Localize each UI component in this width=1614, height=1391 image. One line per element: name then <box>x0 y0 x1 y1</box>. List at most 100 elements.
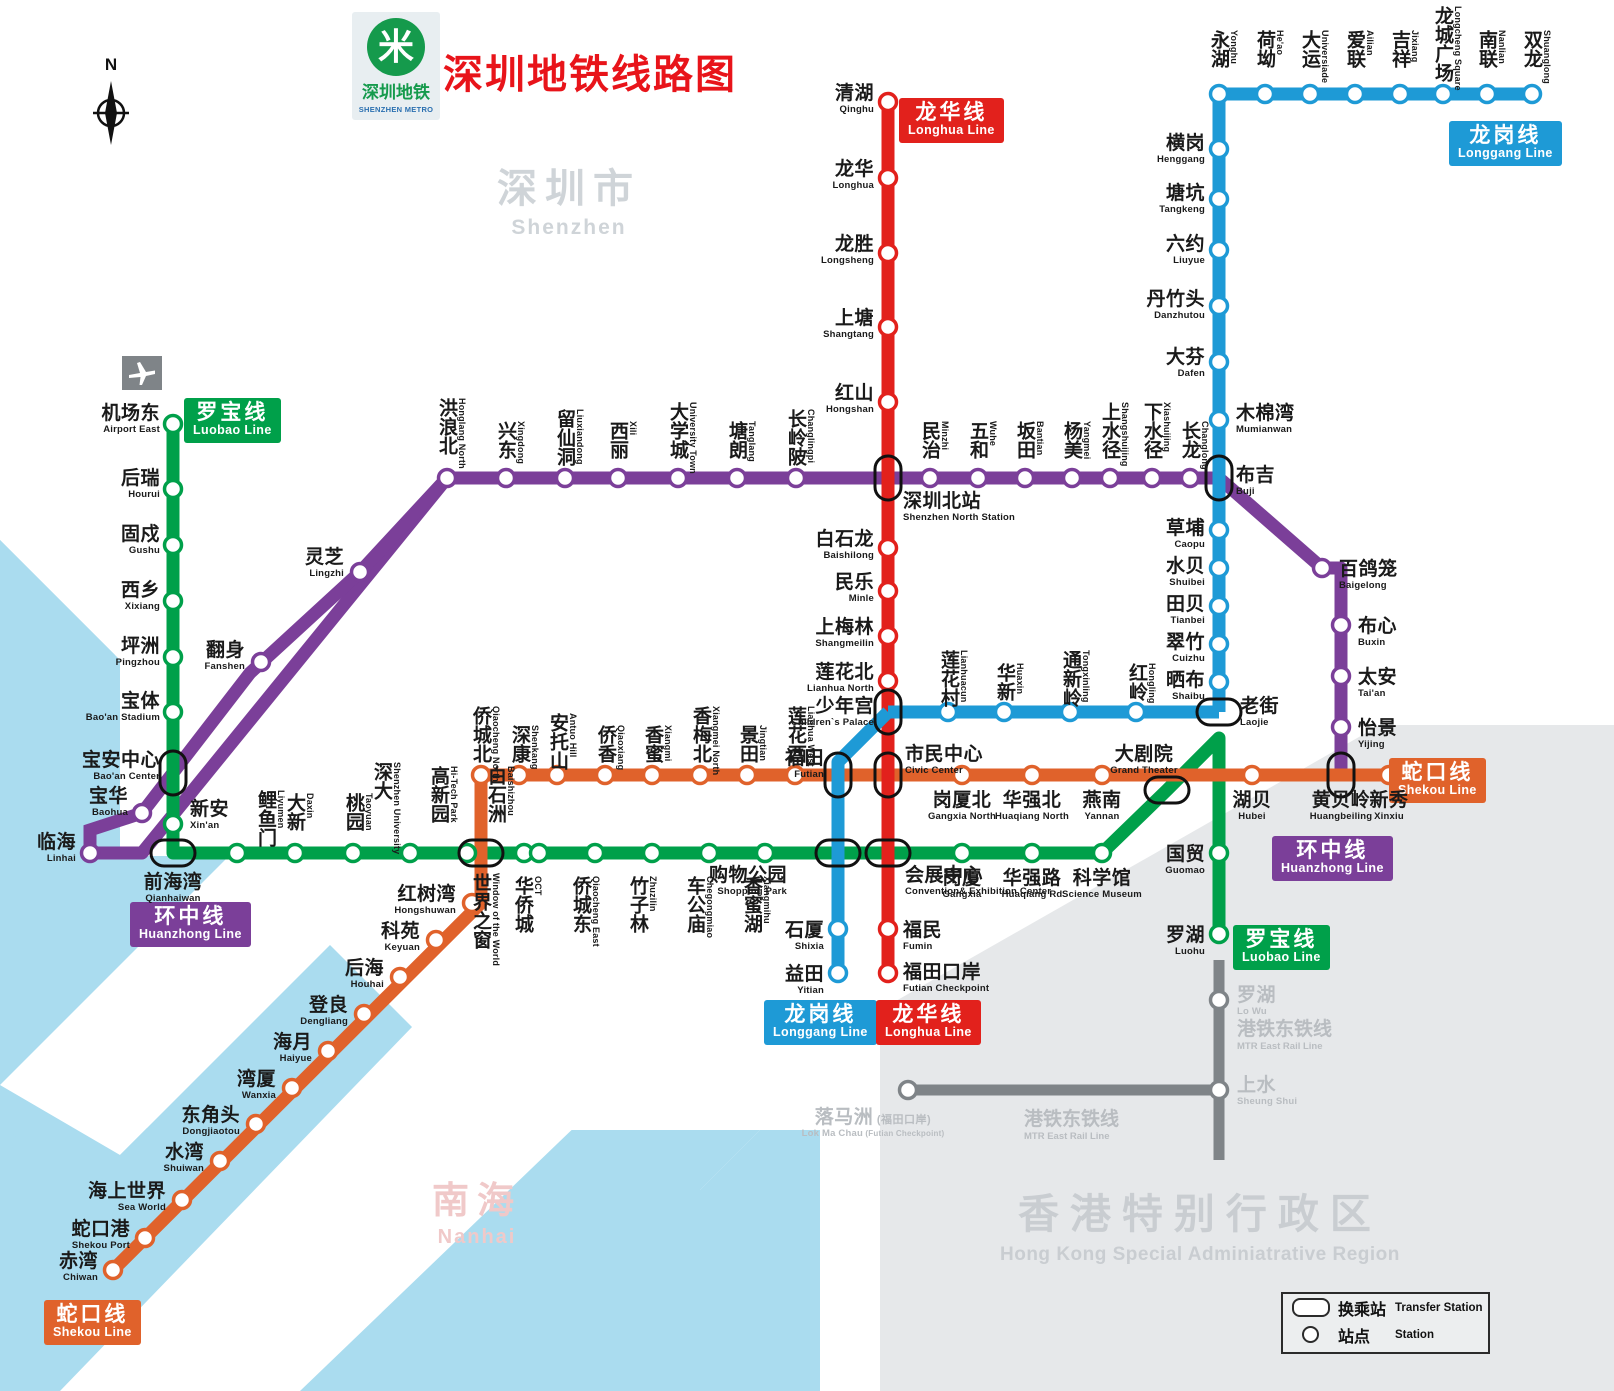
station-marker[interactable] <box>1059 701 1081 723</box>
station-marker[interactable] <box>877 167 899 189</box>
station-marker[interactable] <box>877 391 899 413</box>
station-marker[interactable] <box>951 764 973 786</box>
station-marker[interactable] <box>667 467 689 489</box>
station-marker[interactable] <box>353 1003 375 1025</box>
station-marker[interactable] <box>245 1113 267 1135</box>
station-marker[interactable] <box>877 670 899 692</box>
transfer-station-marker[interactable] <box>1204 454 1234 502</box>
station-marker[interactable] <box>1254 83 1276 105</box>
station-marker[interactable] <box>1208 842 1230 864</box>
transfer-station-marker[interactable] <box>149 838 197 868</box>
station-marker[interactable] <box>1179 467 1201 489</box>
station-marker[interactable] <box>162 813 184 835</box>
station-marker[interactable] <box>827 962 849 984</box>
transfer-station-marker[interactable] <box>864 838 912 868</box>
station-marker[interactable] <box>162 478 184 500</box>
transfer-station-marker[interactable] <box>457 838 505 868</box>
station-marker[interactable] <box>1208 557 1230 579</box>
station-marker[interactable] <box>698 842 720 864</box>
station-marker[interactable] <box>134 1227 156 1249</box>
transfer-station-marker[interactable] <box>873 751 903 799</box>
station-marker[interactable] <box>877 91 899 113</box>
station-marker[interactable] <box>1099 467 1121 489</box>
transfer-station-marker[interactable] <box>158 749 188 797</box>
transfer-station-marker[interactable] <box>873 688 903 736</box>
station-marker[interactable] <box>1208 409 1230 431</box>
station-marker[interactable] <box>736 764 758 786</box>
station-marker[interactable] <box>689 764 711 786</box>
station-marker[interactable] <box>1208 239 1230 261</box>
station-marker[interactable] <box>162 701 184 723</box>
station-marker[interactable] <box>607 467 629 489</box>
station-marker[interactable] <box>1208 351 1230 373</box>
station-marker[interactable] <box>877 580 899 602</box>
station-marker[interactable] <box>1208 1079 1230 1101</box>
station-marker[interactable] <box>131 802 153 824</box>
station-marker[interactable] <box>785 467 807 489</box>
station-marker[interactable] <box>877 625 899 647</box>
station-marker[interactable] <box>1389 83 1411 105</box>
station-marker[interactable] <box>877 537 899 559</box>
transfer-station-marker[interactable] <box>1143 775 1191 805</box>
station-marker[interactable] <box>641 842 663 864</box>
transfer-station-marker[interactable] <box>1326 751 1356 799</box>
station-marker[interactable] <box>162 534 184 556</box>
station-marker[interactable] <box>993 701 1015 723</box>
station-marker[interactable] <box>317 1040 339 1062</box>
station-marker[interactable] <box>1208 633 1230 655</box>
station-marker[interactable] <box>1208 83 1230 105</box>
station-marker[interactable] <box>877 918 899 940</box>
station-marker[interactable] <box>1208 595 1230 617</box>
station-marker[interactable] <box>877 242 899 264</box>
station-marker[interactable] <box>1432 83 1454 105</box>
station-marker[interactable] <box>284 842 306 864</box>
station-marker[interactable] <box>470 764 492 786</box>
station-marker[interactable] <box>1344 83 1366 105</box>
station-marker[interactable] <box>162 590 184 612</box>
station-marker[interactable] <box>1330 614 1352 636</box>
station-marker[interactable] <box>877 962 899 984</box>
station-marker[interactable] <box>1208 295 1230 317</box>
station-marker[interactable] <box>1021 842 1043 864</box>
station-marker[interactable] <box>1241 764 1263 786</box>
station-marker[interactable] <box>281 1077 303 1099</box>
station-marker[interactable] <box>528 842 550 864</box>
station-marker[interactable] <box>226 842 248 864</box>
station-marker[interactable] <box>919 467 941 489</box>
station-marker[interactable] <box>1141 467 1163 489</box>
station-marker[interactable] <box>508 764 530 786</box>
station-marker[interactable] <box>1208 989 1230 1011</box>
station-marker[interactable] <box>1521 83 1543 105</box>
station-marker[interactable] <box>1208 519 1230 541</box>
transfer-station-marker[interactable] <box>873 454 903 502</box>
station-marker[interactable] <box>1021 764 1043 786</box>
station-marker[interactable] <box>584 842 606 864</box>
station-marker[interactable] <box>171 1189 193 1211</box>
station-marker[interactable] <box>461 892 483 914</box>
station-marker[interactable] <box>1061 467 1083 489</box>
station-marker[interactable] <box>546 764 568 786</box>
station-marker[interactable] <box>726 467 748 489</box>
station-marker[interactable] <box>349 561 371 583</box>
station-marker[interactable] <box>425 929 447 951</box>
station-marker[interactable] <box>1208 923 1230 945</box>
station-marker[interactable] <box>1208 188 1230 210</box>
station-marker[interactable] <box>967 467 989 489</box>
station-marker[interactable] <box>1125 701 1147 723</box>
station-marker[interactable] <box>102 1259 124 1281</box>
station-marker[interactable] <box>389 966 411 988</box>
station-marker[interactable] <box>641 764 663 786</box>
station-marker[interactable] <box>554 467 576 489</box>
station-marker[interactable] <box>399 842 421 864</box>
station-marker[interactable] <box>495 467 517 489</box>
station-marker[interactable] <box>1208 671 1230 693</box>
